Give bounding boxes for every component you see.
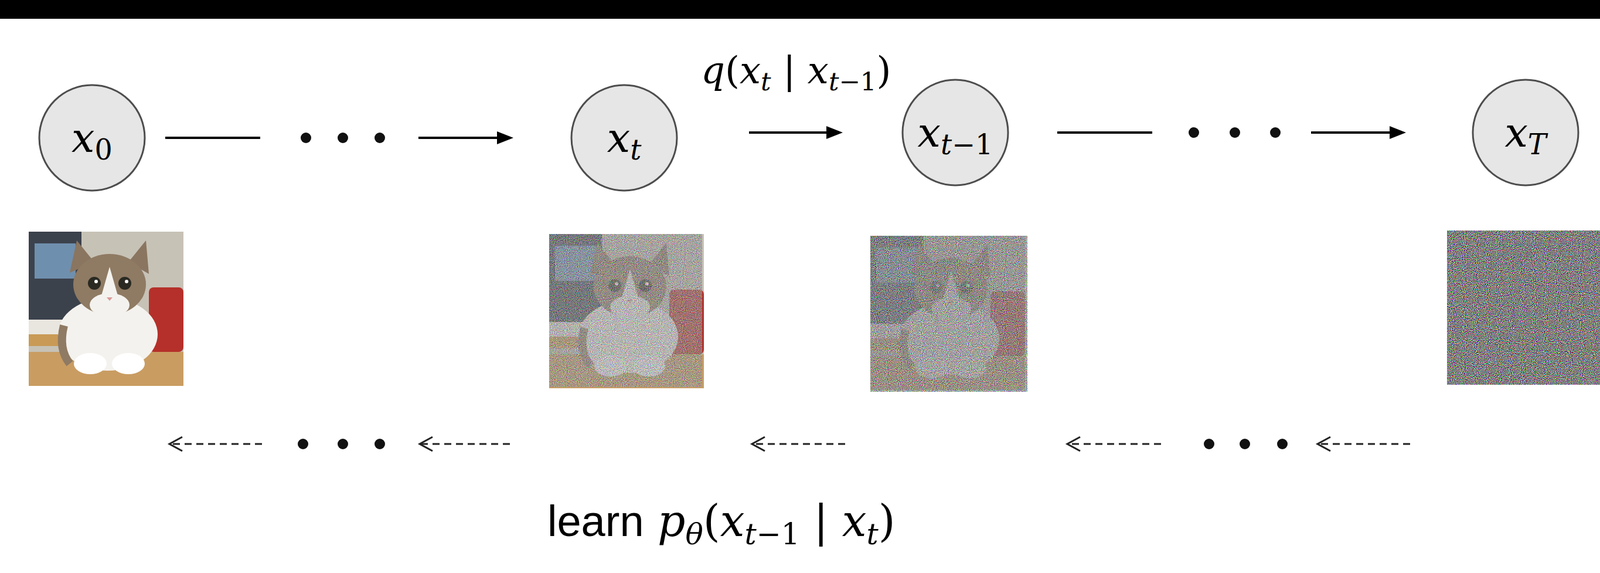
node-text-group: xT — [1504, 111, 1547, 153]
state-label: xT — [1504, 111, 1547, 153]
ellipsis-dots — [297, 127, 1288, 449]
pure-noise-image — [1447, 230, 1600, 385]
state-circle: xT — [1471, 78, 1580, 187]
node-text-group: xt — [607, 117, 642, 159]
state-label: x0 — [71, 117, 113, 159]
transition-label: q(xt | xt−1) — [697, 51, 895, 90]
state-label: xt−1 — [917, 111, 994, 153]
node-text-group: x0 — [71, 117, 113, 159]
reverse-dashed-arrows — [169, 436, 1411, 451]
forward-arrow — [1057, 126, 1407, 139]
forward-arrow — [165, 131, 514, 145]
state-circle: xt−1 — [901, 78, 1010, 187]
state-circle: xt — [570, 83, 679, 192]
clean-image — [28, 231, 184, 386]
forward-arrow — [749, 126, 843, 139]
noisier-image — [870, 235, 1028, 392]
top-bar — [0, 0, 1600, 19]
node-text-group: xt−1 — [917, 111, 994, 153]
state-label: xt — [607, 117, 642, 159]
noisy-image — [549, 233, 704, 388]
state-circle: x0 — [38, 83, 146, 192]
reverse-process-label: learn pθ(xt−1 | xt) — [547, 498, 896, 543]
